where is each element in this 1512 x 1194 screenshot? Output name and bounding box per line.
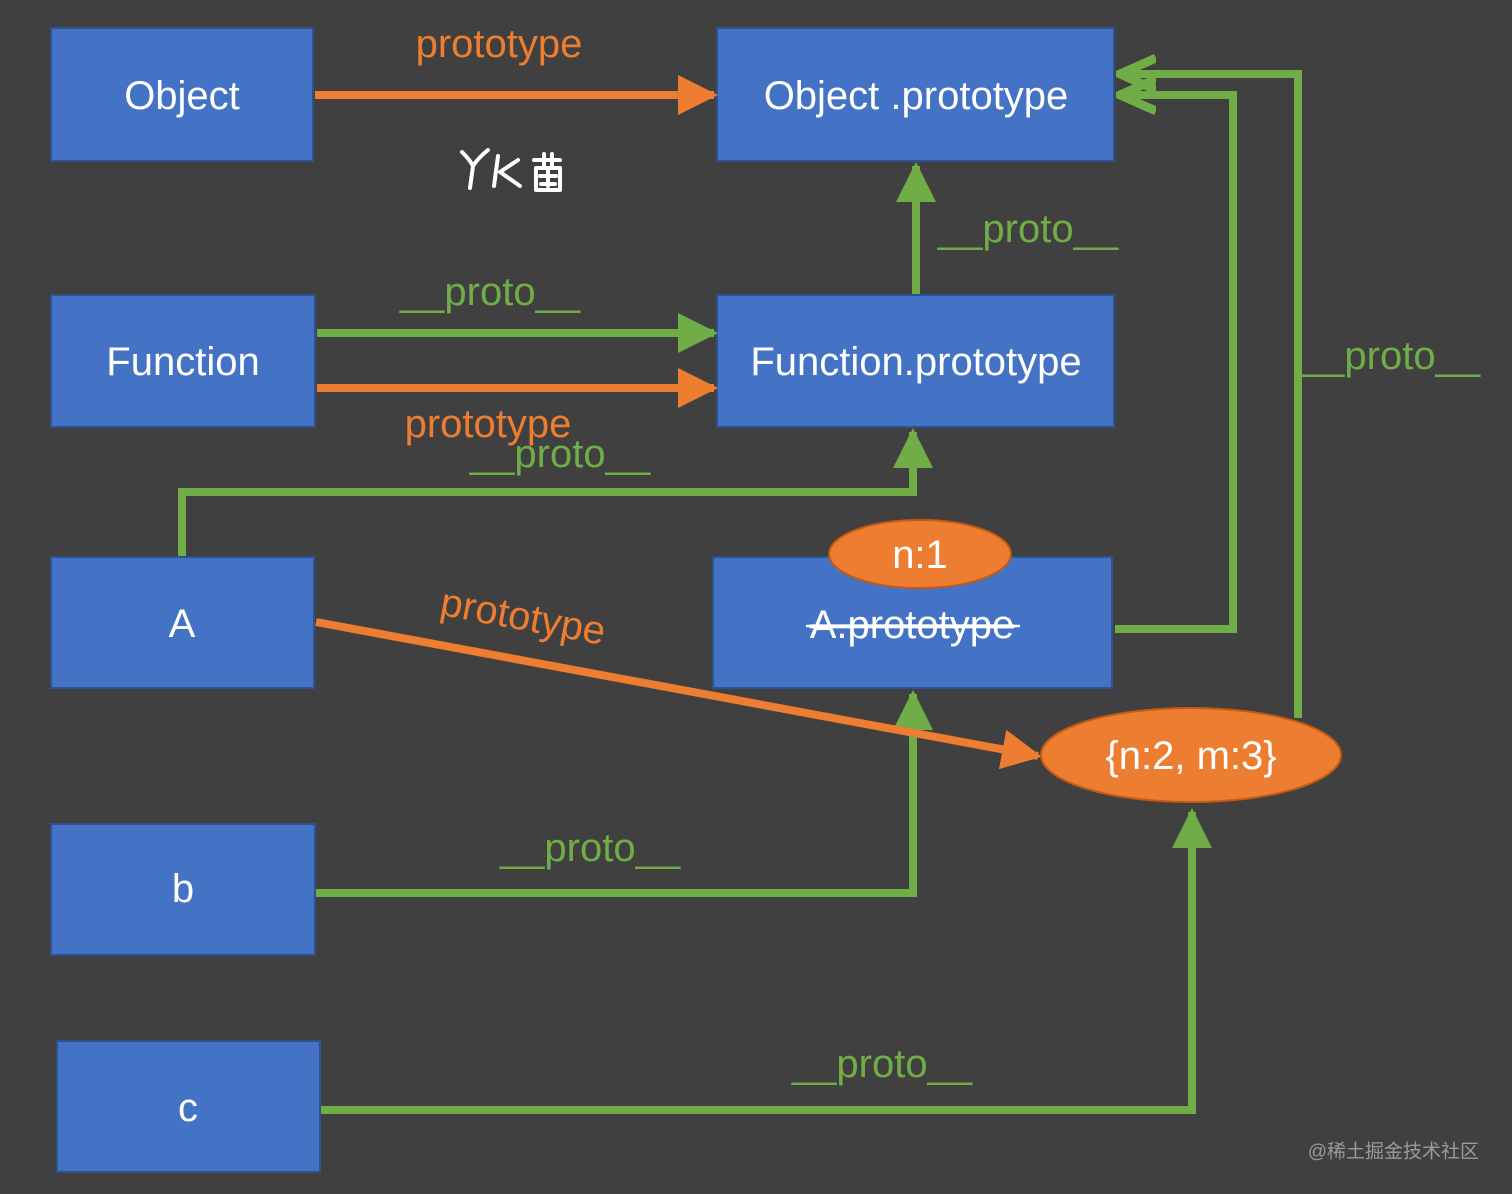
a-prototype-edge-label: prototype (437, 580, 609, 654)
b-box (50, 823, 316, 956)
function-prototype-box (716, 294, 1115, 428)
function-box (50, 294, 316, 428)
function-prototype-label: Function.prototype (750, 340, 1081, 384)
c-proto-edge-label: __proto__ (791, 1042, 973, 1086)
object-prototype-label: Object .prototype (764, 74, 1069, 118)
function-proto-edge-label: __proto__ (399, 270, 581, 314)
a-box (50, 556, 315, 689)
old-value-ellipse (828, 519, 1012, 589)
b-proto-arrow (316, 690, 933, 897)
object-prototype-box (716, 27, 1115, 162)
object-box (50, 27, 314, 162)
watermark: @稀土掘金技术社区 (1308, 1141, 1479, 1163)
new-value-proto-edge-label: __proto__ (1299, 334, 1481, 378)
function-prototype-proto-edge-label: __proto__ (937, 207, 1119, 251)
object-prototype-edge-label: prototype (416, 22, 583, 66)
function-label: Function (106, 340, 259, 384)
a-proto-edge-label: __proto__ (469, 432, 651, 476)
new-value-label: {n:2, m:3} (1105, 734, 1276, 778)
a-prototype-proto-arrow (1115, 95, 1237, 633)
object-label: Object (124, 74, 240, 118)
signature-mark (460, 148, 562, 192)
old-value-label: n:1 (892, 533, 948, 577)
a-prototype-arrow (315, 618, 1042, 770)
c-box (56, 1040, 321, 1173)
function-prototype-edge-label: prototype (405, 402, 572, 446)
c-proto-arrow (321, 808, 1212, 1114)
a-label: A (169, 602, 196, 646)
b-proto-edge-label: __proto__ (499, 826, 681, 870)
a-proto-arrow (178, 428, 933, 556)
new-value-proto-arrow (1120, 74, 1302, 718)
c-label: c (178, 1086, 198, 1130)
b-label: b (172, 867, 194, 911)
new-value-ellipse (1040, 707, 1342, 803)
